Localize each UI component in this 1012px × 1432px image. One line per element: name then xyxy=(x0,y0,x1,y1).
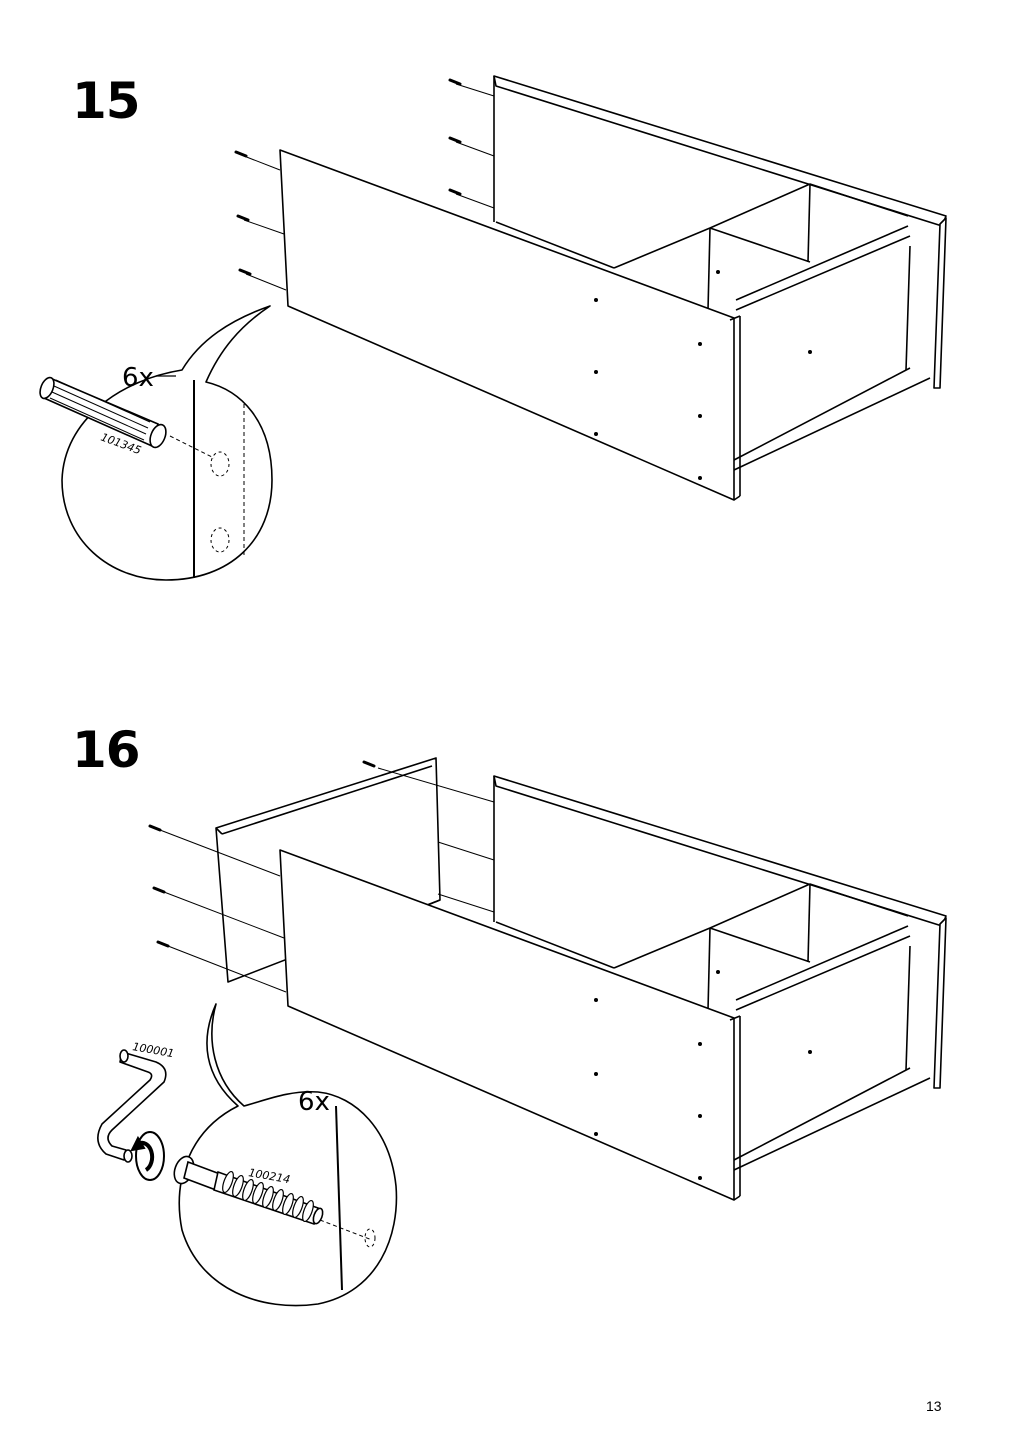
step-16-diagram xyxy=(148,757,947,1307)
step-16-quantity: 6x xyxy=(298,1087,330,1117)
step-16-number: 16 xyxy=(72,721,141,779)
cam-bolt-icon xyxy=(173,1155,324,1226)
step-15-diagram xyxy=(61,75,947,581)
rotate-clockwise-icon xyxy=(130,1131,165,1181)
hex-key-icon xyxy=(97,1049,167,1163)
step-15-number: 15 xyxy=(72,72,141,130)
wooden-dowel-icon xyxy=(39,376,167,449)
page-number: 13 xyxy=(926,1398,942,1414)
step-15-quantity: 6x xyxy=(122,363,154,393)
